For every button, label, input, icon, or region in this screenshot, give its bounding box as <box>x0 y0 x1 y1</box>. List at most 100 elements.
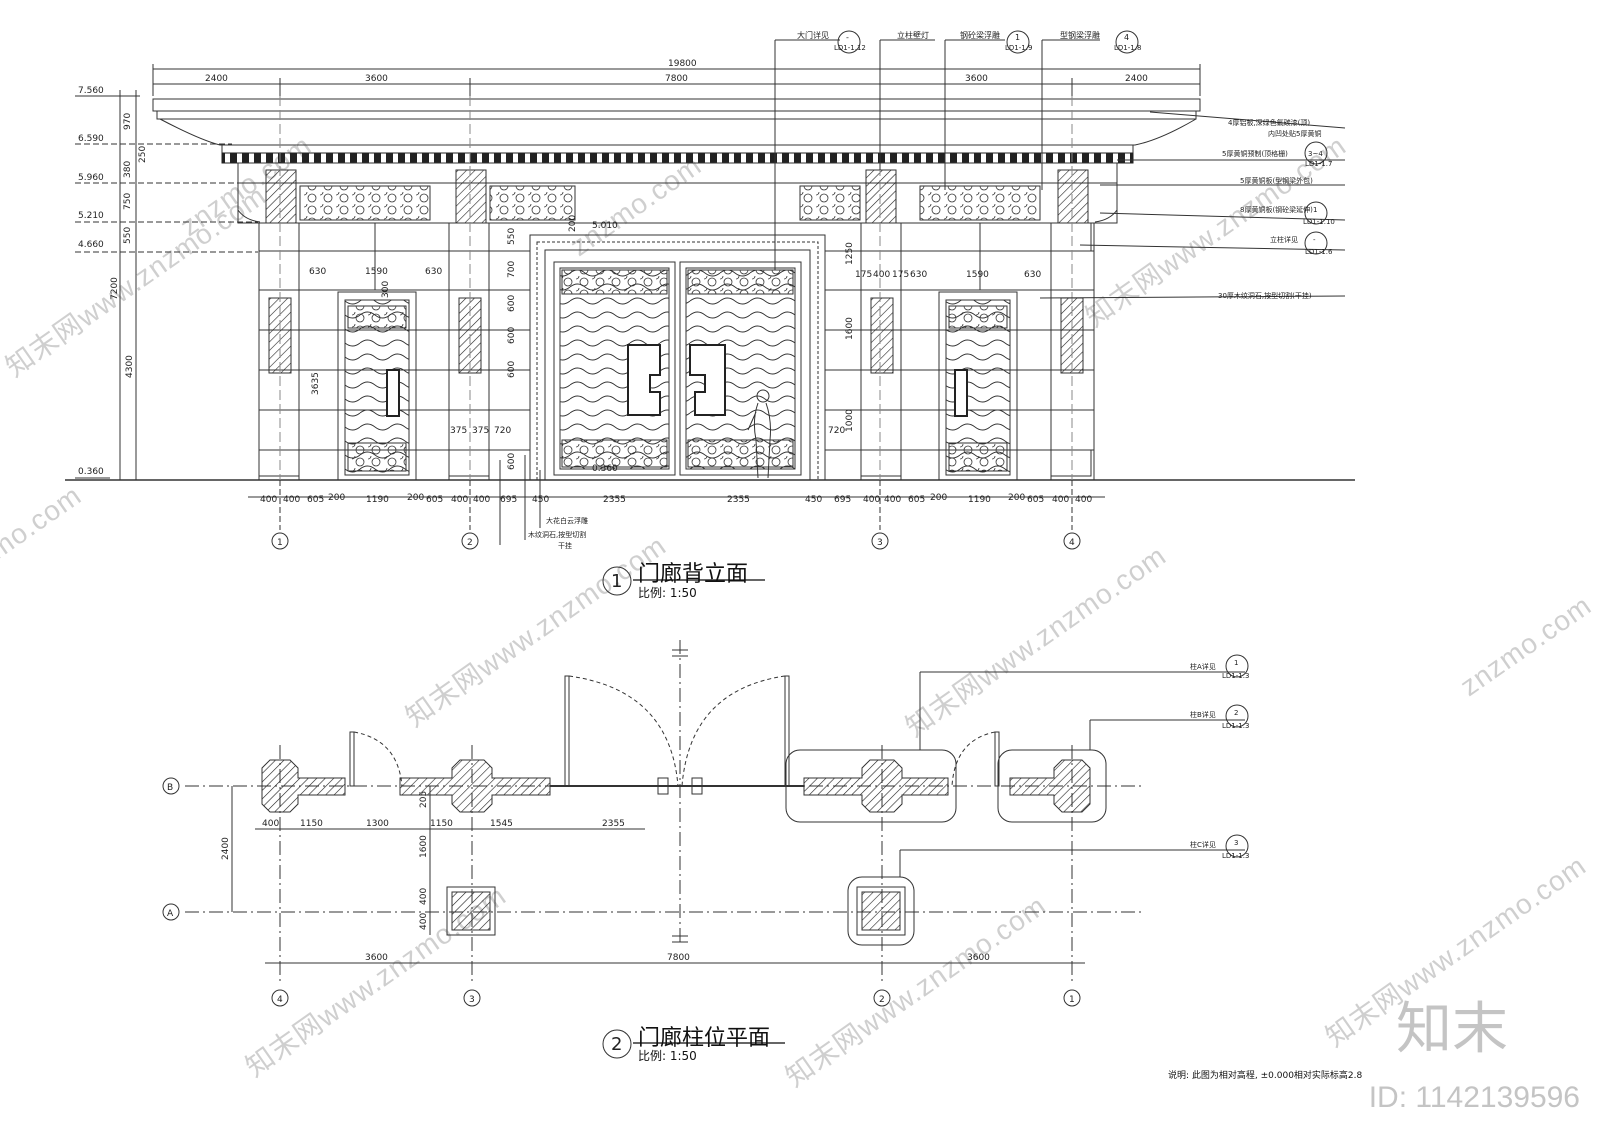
dim-text: 2400 <box>205 74 228 84</box>
dim-text: 250 <box>138 146 148 163</box>
callout-ref: 1 <box>1234 659 1238 667</box>
callout-label: 5厚黄铜板(型钢梁外包) <box>1240 176 1313 185</box>
dim-text: 605 <box>908 495 925 505</box>
dim-text: 375 <box>472 426 489 436</box>
dim-text: 1190 <box>366 495 389 505</box>
dim-text: 3600 <box>965 74 988 84</box>
dim-text: 3600 <box>967 953 990 963</box>
dim-text: 205 <box>419 791 429 808</box>
dim-text: 1150 <box>300 819 323 829</box>
dim-text: 200 <box>407 493 424 503</box>
axis-label: 4 <box>1069 538 1075 548</box>
callout-label: 木纹洞石,按型切割 <box>528 530 586 539</box>
dim-text: 7800 <box>665 74 688 84</box>
dim-text: 400 <box>863 495 880 505</box>
dim-text: 400 <box>419 913 429 930</box>
callout-label: 内凹处贴5厚黄铜 <box>1268 129 1321 138</box>
title-number: 2 <box>611 1034 622 1055</box>
dim-text: 3600 <box>365 74 388 84</box>
dim-text: 1300 <box>366 819 389 829</box>
dim-text: 2400 <box>221 837 231 860</box>
dim-text: 605 <box>426 495 443 505</box>
dim-text: 970 <box>123 113 133 130</box>
callout-ref: 1 <box>1313 206 1317 214</box>
axis-label: 2 <box>467 538 473 548</box>
callout-sheet: LD1-1.6 <box>1305 248 1333 256</box>
axis-label: 3 <box>469 995 475 1005</box>
dim-text: 7800 <box>667 953 690 963</box>
dim-text: 630 <box>1024 270 1041 280</box>
dim-text: 600 <box>507 453 517 470</box>
row-label: B <box>167 783 173 793</box>
level-text: 6.590 <box>78 134 104 144</box>
title-number: 1 <box>611 571 622 592</box>
dim-text: 1545 <box>490 819 513 829</box>
callout-sheet: LD1-1.7 <box>1305 160 1332 168</box>
callout-label: 30厚木纹洞石,按型切割(干挂) <box>1218 291 1312 300</box>
plan-view <box>162 640 1249 1059</box>
dim-text: 175 <box>892 270 909 280</box>
dim-text: 600 <box>507 295 517 312</box>
dim-text: 450 <box>532 495 549 505</box>
dim-text: 400 <box>884 495 901 505</box>
dim-total: 19800 <box>668 59 697 69</box>
dim-text: 400 <box>1075 495 1092 505</box>
dim-text: 1590 <box>365 267 388 277</box>
dimension-labels: 19800 2400 3600 7800 3600 2400 7.560 6.5… <box>78 30 1335 1055</box>
dim-text: 720 <box>828 426 845 436</box>
plan-scale: 比例: 1:50 <box>638 1049 697 1063</box>
elevation-scale: 比例: 1:50 <box>638 586 697 600</box>
callout-label: 立柱壁灯 <box>897 30 929 40</box>
dim-text: 4300 <box>125 355 135 378</box>
level-text: 5.010 <box>592 221 618 231</box>
dim-text: 550 <box>123 227 133 244</box>
callout-sheet: LD1-1.3 <box>1222 672 1249 680</box>
image-id-label: ID: 1142139596 <box>1368 1081 1580 1114</box>
level-text: 5.960 <box>78 173 104 183</box>
dim-text: 300 <box>381 281 391 298</box>
dim-text: 400 <box>1052 495 1069 505</box>
dim-text: 750 <box>123 193 133 210</box>
dim-text: 2355 <box>603 495 626 505</box>
dim-text: 3600 <box>365 953 388 963</box>
callout-ref: 1 <box>1015 33 1020 42</box>
dim-text: 200 <box>930 493 947 503</box>
dim-text: 695 <box>500 495 517 505</box>
callout-sheet: LD1-1.8 <box>1114 44 1141 52</box>
callout-label: 5厚黄铜预制(顶格栅) <box>1222 149 1288 158</box>
callout-label: 4厚铝板,深绿色氟碳漆(顶) <box>1228 118 1310 127</box>
dim-text: 175 <box>855 270 872 280</box>
callout-ref: 4 <box>1124 33 1129 42</box>
level-text: 7.560 <box>78 86 104 96</box>
dim-text: 605 <box>307 495 324 505</box>
callout-ref: 2 <box>1234 709 1238 717</box>
dim-text: 450 <box>805 495 822 505</box>
dim-text: 1590 <box>966 270 989 280</box>
level-text: 0.360 <box>78 467 104 477</box>
callout-ref: - <box>846 33 849 42</box>
dim-text: 1250 <box>845 242 855 265</box>
callout-label: 8厚黄铜板(钢砼梁延伸) <box>1240 205 1313 214</box>
dim-text: 400 <box>473 495 490 505</box>
dim-text: 720 <box>494 426 511 436</box>
dim-text: 7200 <box>110 277 120 300</box>
callout-ref: - <box>1313 236 1316 244</box>
dim-text: 375 <box>450 426 467 436</box>
callout-label: 钢砼梁浮雕 <box>960 30 1000 40</box>
callout-label: 大花白云浮雕 <box>546 516 588 525</box>
dim-text: 2355 <box>727 495 750 505</box>
level-text: 4.660 <box>78 240 104 250</box>
dim-text: 600 <box>507 361 517 378</box>
callout-label: 大门详见 <box>797 30 829 40</box>
dim-text: 200 <box>568 215 578 232</box>
footnote: 说明: 此图为相对高程, ±0.000相对实际标高2.8 <box>1168 1071 1363 1081</box>
dim-text: 400 <box>262 819 279 829</box>
dim-text: 600 <box>507 327 517 344</box>
callout-label: 柱A详见 <box>1190 662 1216 671</box>
elevation-title: 门廊背立面 <box>638 562 749 587</box>
callout-ref: 3~4 <box>1308 150 1323 158</box>
callout-ref: 3 <box>1234 839 1238 847</box>
dim-text: 1000 <box>845 409 855 432</box>
callout-label: 型钢梁浮雕 <box>1060 30 1100 40</box>
